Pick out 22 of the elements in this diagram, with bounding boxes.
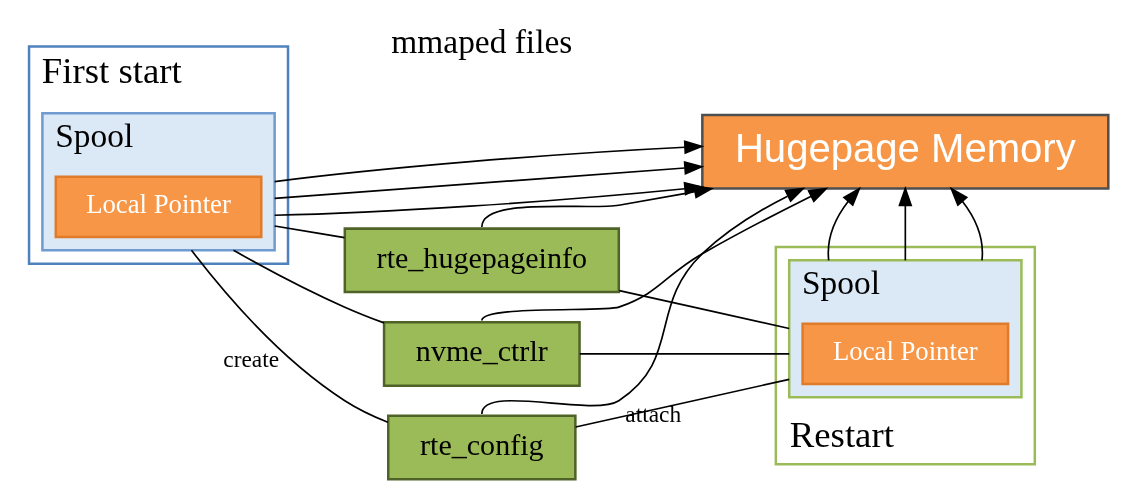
node-box: Local Pointer	[54, 175, 263, 239]
connector	[232, 249, 385, 324]
connector	[579, 353, 791, 355]
arrow	[480, 187, 829, 322]
arrow	[898, 186, 913, 262]
node-box: nvme_ctrlr	[382, 320, 581, 387]
node-box: Local Pointer	[801, 322, 1010, 386]
arrow	[273, 140, 705, 183]
label: mmaped files	[391, 23, 573, 61]
node-box: rte_hugepageinfo	[343, 227, 621, 294]
node-box: Hugepage Memory	[701, 113, 1110, 190]
connector	[618, 289, 791, 330]
arrow	[949, 186, 984, 262]
connector	[574, 378, 791, 428]
edge-label: create	[223, 345, 280, 372]
arrow	[480, 187, 806, 415]
node-box: rte_config	[387, 414, 577, 481]
arrow	[827, 186, 861, 262]
connector	[190, 249, 389, 424]
connector	[273, 225, 346, 239]
arrow	[480, 184, 714, 228]
edge-label: attach	[625, 401, 682, 428]
